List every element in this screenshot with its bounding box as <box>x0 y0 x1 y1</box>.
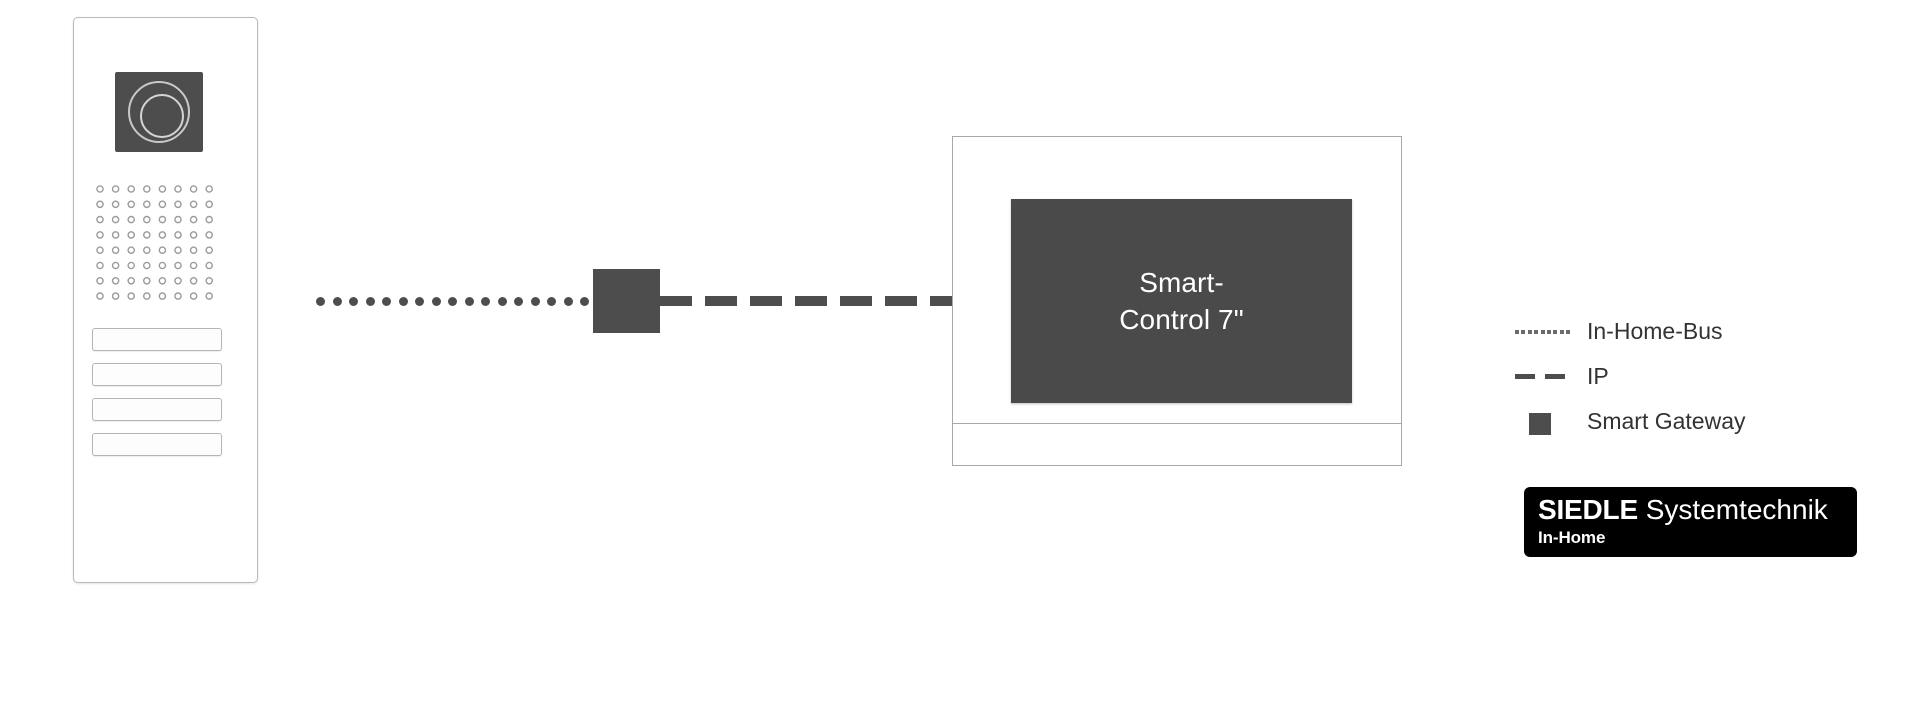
logo-spacer <box>1638 494 1646 525</box>
bus-dot <box>530 297 540 306</box>
legend-dot <box>1547 330 1551 334</box>
legend-item-in-home-bus: In-Home-Bus <box>1515 310 1845 355</box>
bus-dot <box>332 297 342 306</box>
logo-subtitle: In-Home <box>1538 528 1606 547</box>
monitor-bezel-divider <box>953 423 1401 424</box>
legend-dot <box>1515 330 1519 334</box>
door-station <box>73 17 258 583</box>
bus-dot <box>365 297 375 306</box>
bus-dot <box>349 297 358 306</box>
siedle-logo: SIEDLE Systemtechnik In-Home <box>1524 487 1857 557</box>
legend-dot <box>1534 330 1539 334</box>
call-button[interactable] <box>92 363 222 386</box>
camera-lens-inner-icon <box>140 94 184 138</box>
legend-dash <box>1545 374 1565 379</box>
bus-dot <box>415 297 424 306</box>
ip-dash <box>885 296 917 306</box>
smart-control-monitor: Smart- Control 7" <box>952 136 1402 466</box>
logo-product: Systemtechnik <box>1645 494 1828 525</box>
smart-gateway-node <box>593 269 660 333</box>
legend-item-smart-gateway: Smart Gateway <box>1515 400 1845 445</box>
ip-dash <box>795 296 827 306</box>
dotted-line-marker <box>1515 323 1571 341</box>
bus-dot <box>316 297 325 306</box>
legend: In-Home-Bus IP Smart Gateway <box>1515 310 1845 445</box>
camera-module <box>115 72 203 152</box>
call-button-list <box>92 328 222 468</box>
bus-dot <box>563 297 573 306</box>
ip-connection <box>660 296 962 306</box>
ip-dash <box>750 296 782 306</box>
bus-dot <box>382 297 391 306</box>
call-button[interactable] <box>92 398 222 421</box>
legend-label: Smart Gateway <box>1587 408 1746 434</box>
call-button[interactable] <box>92 328 222 351</box>
legend-item-ip: IP <box>1515 355 1845 400</box>
legend-dash <box>1515 374 1535 379</box>
camera-lens-icon <box>128 81 190 143</box>
call-button[interactable] <box>92 433 222 456</box>
bus-dot <box>514 297 523 306</box>
legend-dot <box>1521 330 1526 334</box>
gateway-swatch-icon <box>1529 413 1551 435</box>
logo-title: SIEDLE Systemtechnik <box>1538 493 1843 527</box>
speaker-grille-icon <box>94 183 218 305</box>
dashed-line-marker <box>1515 368 1567 386</box>
bus-dot <box>398 297 408 306</box>
in-home-bus-connection <box>316 297 596 306</box>
legend-dot <box>1559 330 1564 334</box>
ip-dash <box>660 296 692 306</box>
bus-dot <box>448 297 457 306</box>
legend-dot <box>1553 330 1558 334</box>
ip-dash <box>930 296 962 306</box>
ip-dash <box>705 296 737 306</box>
bus-dot <box>547 297 556 306</box>
logo-brand: SIEDLE <box>1538 494 1638 525</box>
bus-dot <box>481 297 490 306</box>
legend-dot <box>1540 330 1545 334</box>
square-swatch-marker <box>1515 413 1567 435</box>
legend-label: In-Home-Bus <box>1587 318 1723 344</box>
legend-label: IP <box>1587 363 1609 389</box>
monitor-screen: Smart- Control 7" <box>1011 199 1352 403</box>
legend-dot <box>1566 330 1571 334</box>
bus-dot <box>497 297 507 306</box>
bus-dot <box>464 297 474 306</box>
bus-dot <box>580 297 589 306</box>
bus-dot <box>431 297 441 306</box>
ip-dash <box>840 296 872 306</box>
monitor-screen-label: Smart- Control 7" <box>1119 267 1244 335</box>
legend-dot <box>1527 330 1532 334</box>
